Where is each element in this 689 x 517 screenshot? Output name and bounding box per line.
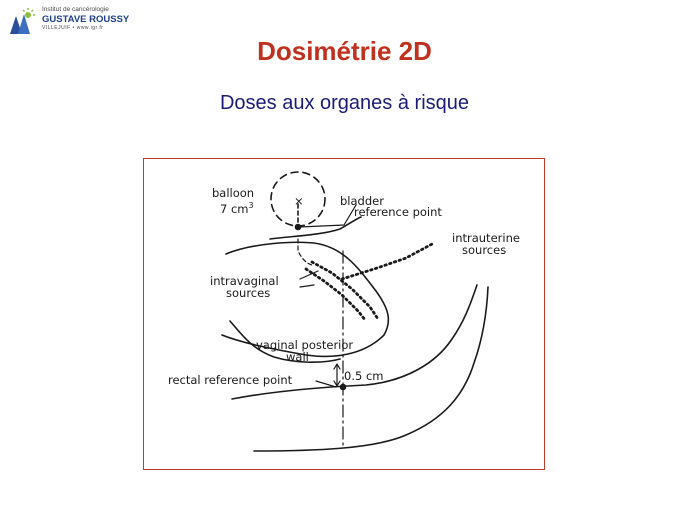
logo-icon — [10, 8, 35, 34]
logo-institute-text: Institut de cancérologie — [42, 6, 109, 13]
label-intrauterine-sources: sources — [462, 243, 506, 257]
institute-logo: Institut de cancérologie GUSTAVE ROUSSY … — [6, 6, 146, 40]
logo-address-text: VILLEJUIF • www.igr.fr — [42, 25, 104, 31]
intravaginal-sources-2 — [304, 267, 368, 323]
intravaginal-sources-1 — [310, 260, 380, 321]
label-intravaginal-sources: sources — [226, 286, 270, 300]
label-intrauterine: intrauterine — [452, 231, 520, 245]
slide-title: Dosimétrie 2D — [257, 36, 432, 66]
upper-organ-outline — [221, 241, 390, 358]
anatomy-diagram: × — [168, 171, 520, 452]
diagram-labels: balloon 7 cm3 bladder reference point in… — [168, 186, 520, 387]
label-bladder: bladder — [340, 194, 384, 208]
bladder-boundary — [269, 216, 362, 240]
vaginal-wall-outline — [229, 320, 341, 363]
label-bladder-reference: reference point — [354, 205, 442, 219]
balloon-stem — [297, 238, 313, 266]
intrauterine-sources — [340, 241, 436, 281]
svg-text:×: × — [294, 194, 304, 208]
label-distance: 0.5 cm — [344, 369, 383, 383]
intravaginal-arrow-2 — [299, 284, 315, 288]
label-intravaginal: intravaginal — [210, 274, 279, 288]
intravaginal-arrow-1 — [299, 270, 319, 280]
dosimetry-figure: × — [143, 158, 545, 470]
rectum-lower-boundary — [253, 286, 489, 452]
label-rectal-reference: rectal reference point — [168, 373, 293, 387]
logo-name-text: GUSTAVE ROUSSY — [42, 14, 130, 25]
label-balloon-volume: 7 cm3 — [220, 201, 254, 216]
rectal-leader — [315, 380, 337, 388]
label-vaginal-wall: vaginal posterior — [256, 338, 353, 352]
label-balloon: balloon — [212, 186, 254, 200]
label-wall: wall — [286, 350, 309, 364]
rectum-upper-boundary — [231, 284, 478, 400]
slide-subtitle: Doses aux organes à risque — [219, 92, 470, 114]
bladder-leader — [299, 204, 357, 228]
